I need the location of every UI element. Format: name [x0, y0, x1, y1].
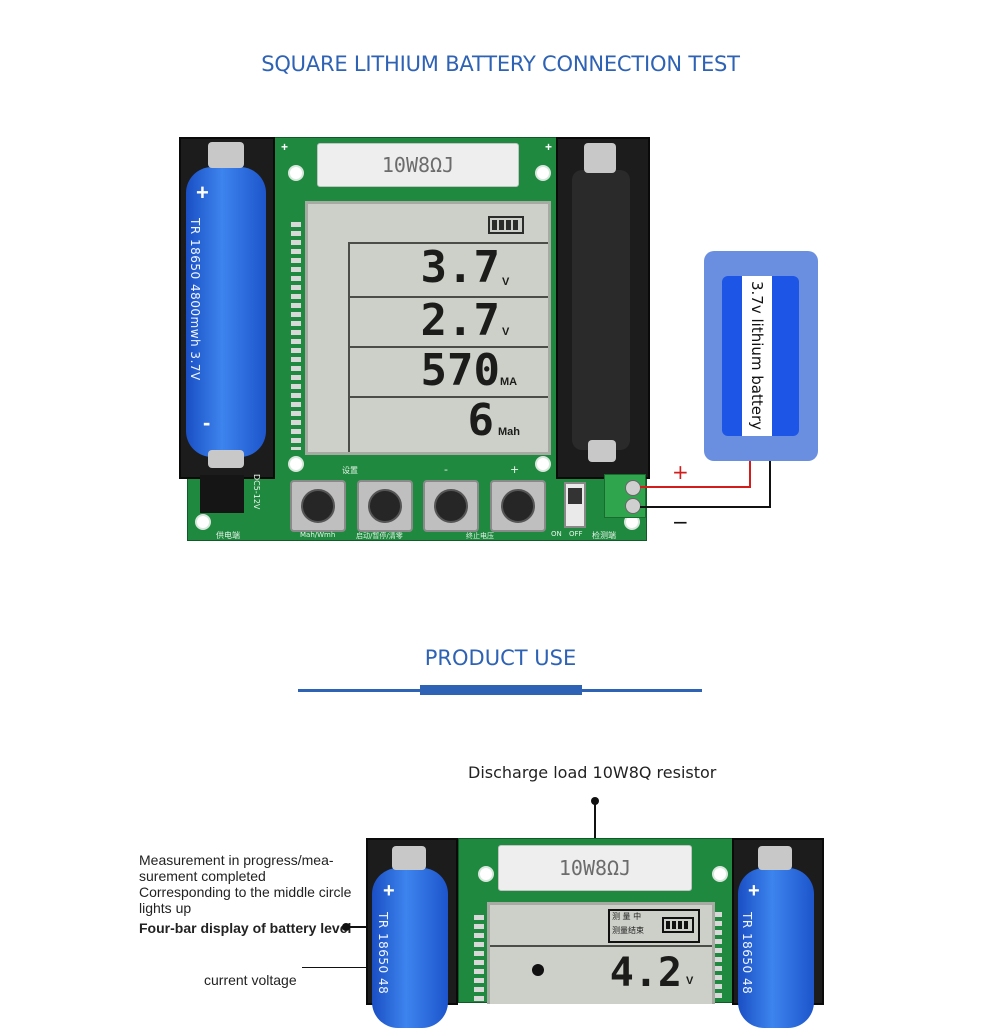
silk-dc-label: DC5-12V — [252, 474, 261, 510]
cell-plus-label: + — [383, 880, 395, 902]
cell-plus-label: + — [748, 880, 760, 902]
external-battery-label: 3.7v lithium battery — [742, 276, 772, 436]
lcd-voltage-2-unit: V — [502, 326, 510, 338]
left-battery-cell — [186, 167, 266, 457]
terminal-block — [604, 474, 646, 518]
status-indicator-box — [608, 909, 700, 943]
holder-slot — [572, 170, 630, 450]
section-title: PRODUCT USE — [424, 646, 577, 670]
discharge-resistor: 10W8ΩJ — [317, 143, 519, 187]
lcd-current: 570 — [420, 345, 500, 396]
silk-power-end: 供电端 — [216, 531, 240, 540]
battery-level-icon — [488, 216, 524, 234]
cell-minus-label: - — [203, 410, 211, 435]
battery-terminal-cap — [208, 450, 244, 468]
mount-hole — [288, 456, 304, 472]
silk-start-pause: 启动/暂停/清零 — [356, 532, 403, 540]
mount-hole — [535, 165, 551, 181]
terminal-screw — [625, 480, 641, 496]
callout-dot — [532, 964, 544, 976]
plus-sign: + — [672, 460, 689, 484]
current-voltage-label: current voltage — [204, 972, 297, 988]
mount-hole — [478, 866, 494, 882]
silk-set-label: 设置 — [342, 466, 358, 475]
lcd-capacity: 6 — [467, 395, 495, 446]
status-indicator-top: 测 量 中 — [612, 912, 642, 921]
silk-plus-label: + — [510, 463, 520, 476]
cell-text: TR 18650 4800mwh 3.7V — [188, 218, 202, 381]
dc-power-jack — [200, 475, 244, 513]
lcd-capacity-unit: Mah — [498, 426, 520, 438]
terminal-screw — [625, 498, 641, 514]
lcd-display-closeup: 测 量 中 测量结束 4.2 V — [487, 902, 715, 1004]
minus-button[interactable] — [423, 480, 479, 532]
callout-dot — [342, 923, 350, 931]
battery-terminal-cap — [208, 142, 244, 168]
corner-plus-label: + — [281, 140, 289, 154]
mount-hole — [288, 165, 304, 181]
battery-terminal-cap — [392, 846, 426, 870]
silk-stop-voltage: 终止电压 — [466, 532, 494, 540]
lcd-current-unit: MA — [500, 376, 518, 388]
cell-plus-label: + — [196, 180, 209, 205]
spring-contact — [584, 143, 616, 173]
negative-wire — [640, 506, 771, 508]
lcd-voltage-2: 2.7 — [420, 295, 500, 346]
cell-text: TR 18650 48 — [376, 912, 390, 995]
battery-level-icon — [662, 917, 694, 933]
lcd-voltage-closeup: 4.2 — [609, 950, 682, 996]
mount-hole — [535, 456, 551, 472]
callout-line — [594, 801, 596, 853]
corner-plus-label: + — [545, 140, 553, 154]
battery-level-label: Four-bar display of battery level — [139, 920, 352, 936]
lcd-pin-header — [474, 915, 484, 1001]
lcd-pin-header — [712, 912, 722, 1001]
mount-hole — [712, 866, 728, 882]
plus-button[interactable] — [490, 480, 546, 532]
power-switch[interactable] — [564, 482, 586, 528]
measurement-status-label: Measurement in progress/mea- surement co… — [139, 852, 352, 916]
lcd-display: 3.7 V 2.7 V 570 MA 6 Mah — [305, 201, 551, 455]
silk-detect-end: 检测端 — [592, 531, 616, 540]
start-pause-button[interactable] — [357, 480, 413, 532]
mount-hole — [195, 514, 211, 530]
battery-terminal-cap — [758, 846, 792, 870]
lcd-pin-header — [291, 222, 301, 450]
page-title: SQUARE LITHIUM BATTERY CONNECTION TEST — [261, 52, 740, 76]
silk-mah-wmh: Mah/Wmh — [300, 531, 336, 539]
minus-sign: − — [672, 510, 689, 534]
negative-wire — [769, 461, 771, 508]
status-indicator-bottom: 测量结束 — [612, 926, 644, 935]
title-underline-accent — [420, 685, 582, 695]
silk-minus-label: - — [444, 463, 448, 476]
cell-text: TR 18650 48 — [740, 912, 754, 995]
lcd-voltage-closeup-unit: V — [686, 975, 694, 987]
mode-button[interactable] — [290, 480, 346, 532]
lcd-voltage-1-unit: V — [502, 276, 510, 288]
silk-on: ON — [551, 530, 562, 538]
discharge-load-label: Discharge load 10W8Q resistor — [468, 763, 717, 782]
spring-contact — [588, 440, 616, 462]
lcd-voltage-1: 3.7 — [420, 242, 500, 293]
positive-wire — [749, 461, 751, 488]
positive-wire — [640, 486, 751, 488]
discharge-resistor-closeup: 10W8ΩJ — [498, 845, 692, 891]
silk-off: OFF — [569, 530, 583, 538]
